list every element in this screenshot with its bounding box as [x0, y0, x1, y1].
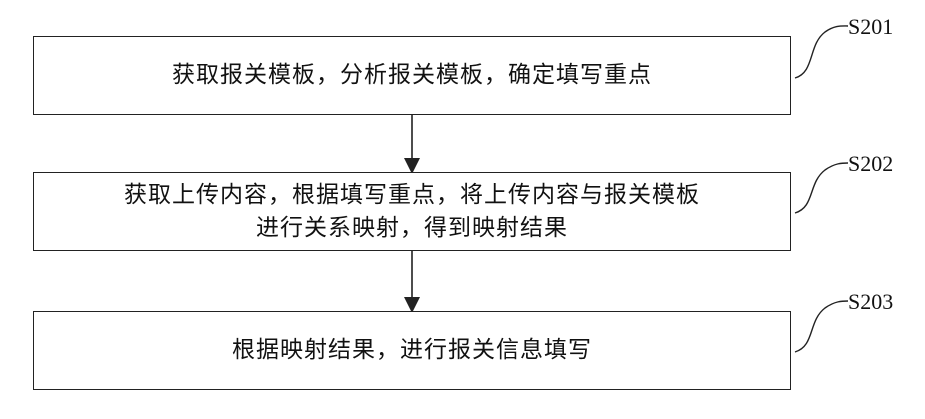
- step-label-s203: S203: [848, 291, 893, 313]
- step-text-s202-line1: 获取上传内容，根据填写重点，将上传内容与报关模板: [124, 179, 700, 212]
- leader-line-s203: [795, 301, 848, 352]
- step-text-s201: 获取报关模板，分析报关模板，确定填写重点: [172, 59, 652, 92]
- step-text-s203: 根据映射结果，进行报关信息填写: [232, 334, 592, 367]
- step-label-s202: S202: [848, 153, 893, 175]
- step-label-s201: S201: [848, 16, 893, 38]
- step-box-s202: 获取上传内容，根据填写重点，将上传内容与报关模板 进行关系映射，得到映射结果: [33, 172, 791, 251]
- step-text-s202-line2: 进行关系映射，得到映射结果: [124, 212, 700, 245]
- leader-line-s202: [795, 163, 848, 213]
- step-box-s201: 获取报关模板，分析报关模板，确定填写重点: [33, 36, 791, 115]
- leader-line-s201: [795, 26, 848, 78]
- step-box-s203: 根据映射结果，进行报关信息填写: [33, 311, 791, 390]
